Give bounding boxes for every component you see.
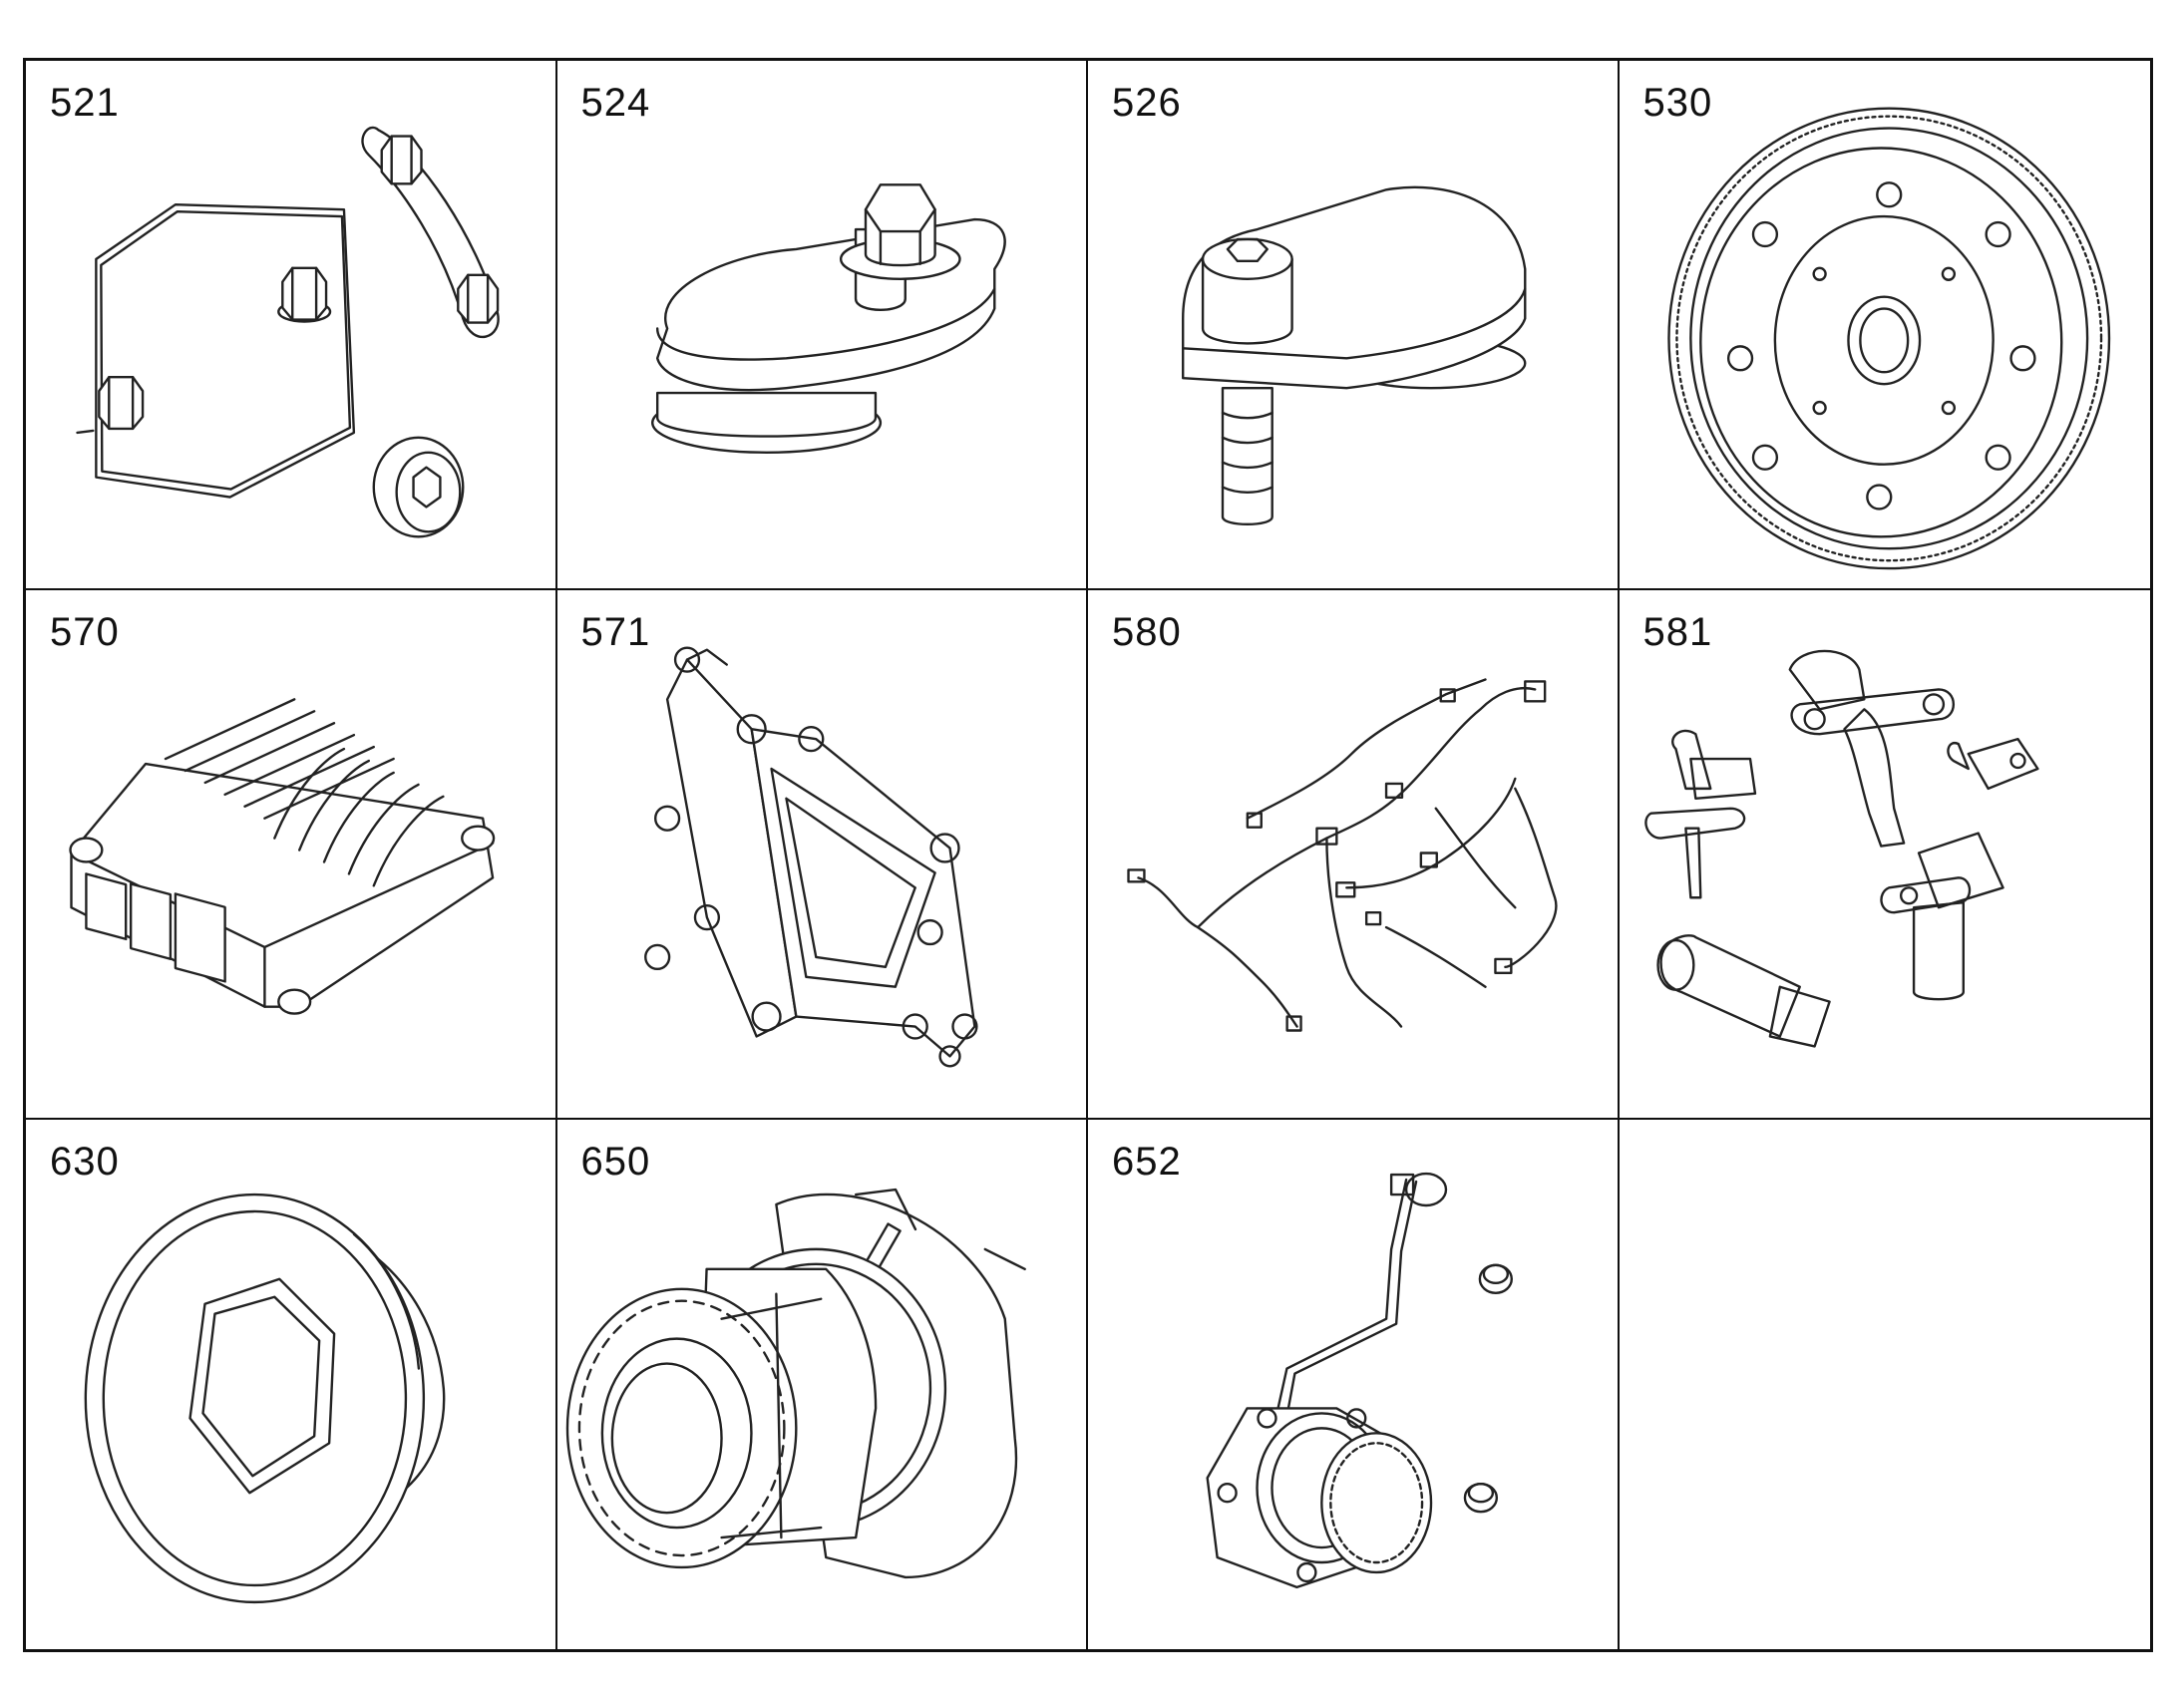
- idler-bracket-icon: [1182, 185, 1527, 525]
- cell-526[interactable]: 526: [1088, 61, 1620, 590]
- cell-570[interactable]: 570: [26, 590, 557, 1120]
- part-number-label: 580: [1112, 610, 1182, 654]
- cell-530[interactable]: 530: [1619, 61, 2150, 590]
- cell-521[interactable]: 521: [26, 61, 557, 590]
- cell-650[interactable]: 650: [557, 1120, 1088, 1649]
- sensors-icon: [1643, 649, 2039, 1048]
- part-number-label: 570: [50, 610, 120, 654]
- part-number-label: 630: [50, 1140, 120, 1184]
- cell-652[interactable]: 652: [1088, 1120, 1620, 1649]
- flywheel-icon: [1666, 107, 2110, 570]
- parts-grid: 521 524 526: [23, 58, 2153, 1652]
- empty-cell: [1620, 1120, 2151, 1649]
- mounting-bracket-icon: [643, 646, 978, 1068]
- cell-580[interactable]: 580: [1088, 590, 1620, 1120]
- cell-630[interactable]: 630: [26, 1120, 557, 1649]
- part-number-label: 571: [580, 610, 651, 654]
- engine-control-module-icon: [69, 698, 496, 1015]
- cell-524[interactable]: 524: [556, 61, 1088, 590]
- cover-plate-bolts-icon: [76, 127, 500, 538]
- cell-571[interactable]: 571: [556, 590, 1088, 1120]
- part-number-label: 650: [580, 1140, 651, 1184]
- part-number-label: 521: [50, 81, 120, 125]
- part-number-label: 581: [1642, 610, 1713, 654]
- part-number-label: 530: [1642, 81, 1713, 125]
- part-number-label: 524: [580, 81, 651, 125]
- cell-581[interactable]: 581: [1619, 590, 2150, 1120]
- hex-plug-icon: [84, 1193, 446, 1604]
- wiring-harness-icon: [1127, 678, 1558, 1032]
- part-number-label: 652: [1112, 1140, 1182, 1184]
- part-number-label: 526: [1112, 81, 1182, 125]
- tensioner-bracket-icon: [650, 183, 1006, 454]
- water-pump-gear-icon: [565, 1188, 1026, 1579]
- vacuum-pump-icon: [1206, 1172, 1513, 1589]
